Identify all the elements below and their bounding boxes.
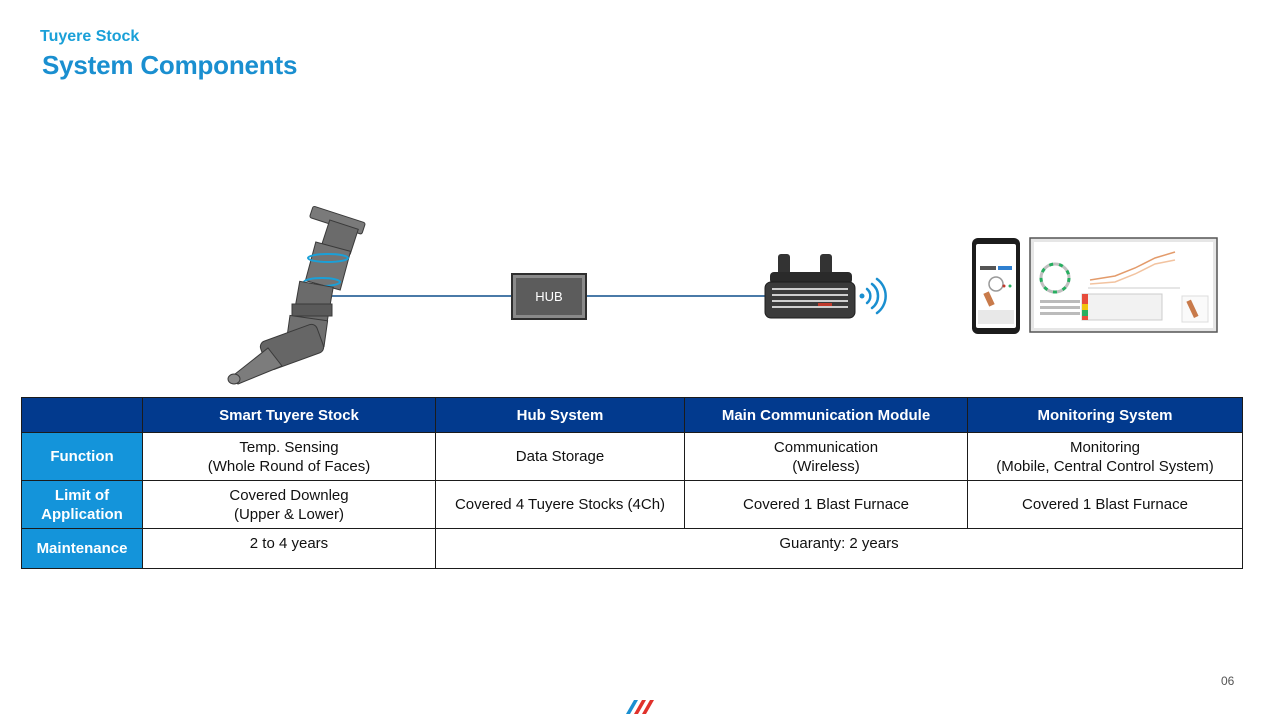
row-header-maintenance: Maintenance	[21, 528, 143, 569]
table-cell: 2 to 4 years	[142, 528, 436, 569]
table-row-maintenance: Maintenance 2 to 4 years Guaranty: 2 yea…	[21, 528, 1243, 569]
table-header-row: Smart Tuyere Stock Hub System Main Commu…	[21, 397, 1243, 433]
column-header: Hub System	[435, 397, 685, 433]
cell-line: Communication	[773, 438, 879, 456]
components-table: Smart Tuyere Stock Hub System Main Commu…	[21, 397, 1243, 569]
cell-line: Covered Downleg	[229, 486, 349, 504]
table-row-limit: Limit of Application Covered Downleg (Up…	[21, 480, 1243, 529]
page-number: 06	[1221, 674, 1235, 688]
cell-line: Limit of	[54, 486, 110, 504]
table-cell: Covered 4 Tuyere Stocks (4Ch)	[435, 480, 685, 529]
row-header-function: Function	[21, 432, 143, 481]
table-cell-merged: Guaranty: 2 years	[435, 528, 1243, 569]
cell-line: Monitoring	[1069, 438, 1141, 456]
cell-line: (Mobile, Central Control System)	[996, 457, 1214, 475]
row-header-limit: Limit of Application	[21, 480, 143, 529]
cell-line: Temp. Sensing	[239, 438, 339, 456]
table-cell: Covered Downleg (Upper & Lower)	[142, 480, 436, 529]
company-logo-icon	[626, 700, 654, 714]
table-row-function: Function Temp. Sensing (Whole Round of F…	[21, 432, 1243, 481]
cell-line: (Wireless)	[792, 457, 860, 475]
section-kicker: Tuyere Stock	[40, 28, 140, 45]
mobile-phone-image	[972, 238, 1020, 334]
column-header: Main Communication Module	[684, 397, 968, 433]
system-diagram: HUB	[0, 200, 1280, 395]
cell-line: Application	[41, 505, 123, 523]
header-corner-cell	[21, 397, 143, 433]
cell-line: (Whole Round of Faces)	[207, 457, 371, 475]
table-cell: Monitoring (Mobile, Central Control Syst…	[967, 432, 1243, 481]
cell-line: (Upper & Lower)	[233, 505, 345, 523]
column-header: Monitoring System	[967, 397, 1243, 433]
communication-module-image	[764, 254, 856, 319]
central-monitor-image	[1029, 237, 1218, 333]
page-title: System Components	[42, 50, 298, 80]
table-cell: Covered 1 Blast Furnace	[684, 480, 968, 529]
wireless-signal-icon	[859, 277, 887, 315]
tuyere-stock-image	[227, 205, 366, 385]
hub-box: HUB	[511, 273, 587, 320]
table-cell: Data Storage	[435, 432, 685, 481]
table-cell: Communication (Wireless)	[684, 432, 968, 481]
column-header: Smart Tuyere Stock	[142, 397, 436, 433]
diagram-canvas	[227, 205, 1218, 385]
table-cell: Covered 1 Blast Furnace	[967, 480, 1243, 529]
table-cell: Temp. Sensing (Whole Round of Faces)	[142, 432, 436, 481]
